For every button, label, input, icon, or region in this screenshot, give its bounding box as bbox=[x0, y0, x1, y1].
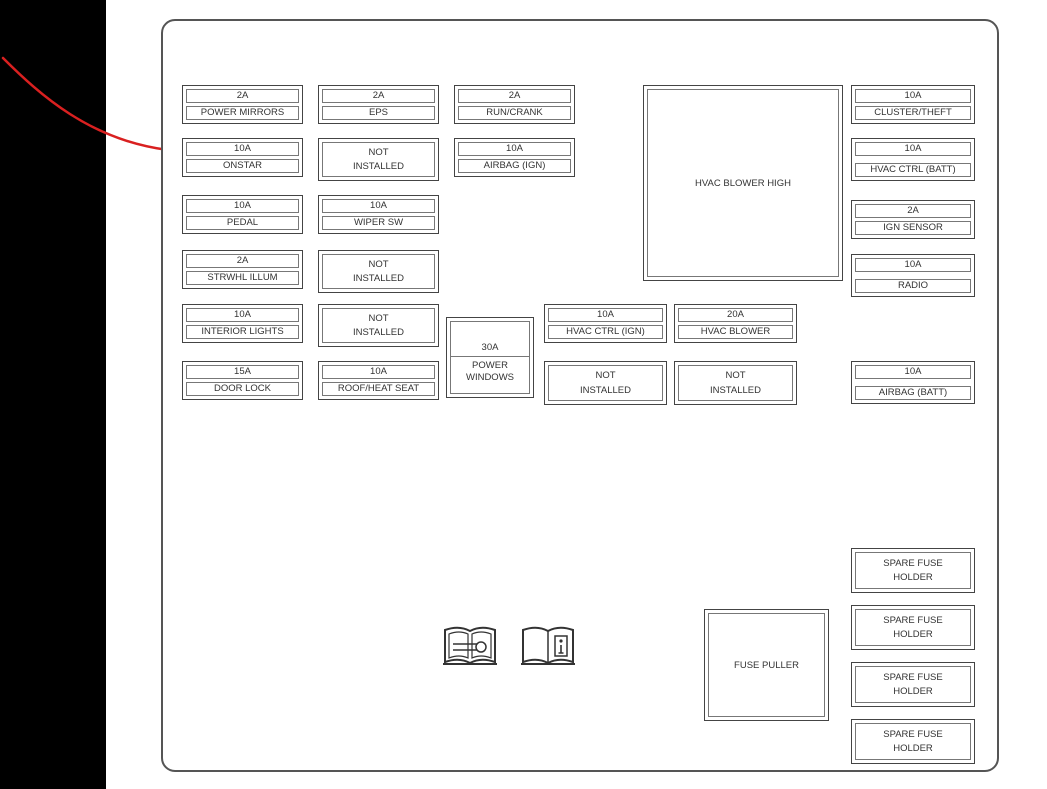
not-installed-line1: NOT bbox=[368, 312, 389, 324]
fuse-label-line2: WINDOWS bbox=[465, 371, 515, 383]
spare-line2: HOLDER bbox=[893, 686, 933, 697]
fuse-label: HVAC BLOWER bbox=[678, 325, 793, 339]
fuse-amp: 2A bbox=[186, 254, 299, 268]
spare-line1: SPARE FUSE bbox=[883, 557, 943, 569]
fuse-amp: 15A bbox=[186, 365, 299, 379]
not-installed-line1: NOT bbox=[595, 370, 616, 381]
not-installed-line2: INSTALLED bbox=[709, 384, 762, 396]
spare-fuse-holder: SPARE FUSE HOLDER bbox=[851, 719, 975, 764]
fuse-label: HVAC CTRL (IGN) bbox=[548, 325, 663, 339]
fuse-amp: 2A bbox=[855, 204, 971, 218]
spare-line1: SPARE FUSE bbox=[883, 728, 943, 740]
not-installed-line2: INSTALLED bbox=[352, 327, 405, 338]
fuse-hvac-blower: 20A HVAC BLOWER bbox=[674, 304, 797, 343]
fuse-amp: 20A bbox=[678, 308, 793, 322]
fuse-label: AIRBAG (IGN) bbox=[458, 159, 571, 173]
fuse-amp: 10A bbox=[186, 308, 299, 322]
fuse-label: RADIO bbox=[855, 279, 971, 293]
fuse-airbag-batt: 10A AIRBAG (BATT) bbox=[851, 361, 975, 404]
fuse-label: INTERIOR LIGHTS bbox=[186, 325, 299, 339]
fuse-amp: 10A bbox=[855, 89, 971, 103]
fuse-radio: 10A RADIO bbox=[851, 254, 975, 297]
fuse-amp: 2A bbox=[458, 89, 571, 103]
fuse-door-lock: 15A DOOR LOCK bbox=[182, 361, 303, 400]
fuse-label: WIPER SW bbox=[322, 216, 435, 230]
fuse-pedal: 10A PEDAL bbox=[182, 195, 303, 234]
not-installed-line1: NOT bbox=[725, 370, 746, 381]
fuse-label: AIRBAG (BATT) bbox=[855, 386, 971, 400]
fuse-ign-sensor: 2A IGN SENSOR bbox=[851, 200, 975, 239]
fuse-amp: 2A bbox=[186, 89, 299, 103]
fuse-eps: 2A EPS bbox=[318, 85, 439, 124]
service-manual-icon bbox=[443, 626, 497, 665]
fuse-power-windows: 30A POWER WINDOWS bbox=[446, 317, 534, 398]
fuse-label: ONSTAR bbox=[186, 159, 299, 173]
fuse-power-mirrors: 2A POWER MIRRORS bbox=[182, 85, 303, 124]
spare-fuse-holder: SPARE FUSE HOLDER bbox=[851, 548, 975, 593]
not-installed-line1: NOT bbox=[368, 146, 389, 158]
fuse-label: STRWHL ILLUM bbox=[186, 271, 299, 285]
fuse-label: CLUSTER/THEFT bbox=[855, 106, 971, 120]
fuse-label: ROOF/HEAT SEAT bbox=[322, 382, 435, 396]
spare-line2: HOLDER bbox=[893, 572, 933, 583]
fuse-amp: 10A bbox=[322, 365, 435, 379]
fuse-puller-label: FUSE PULLER bbox=[734, 659, 799, 671]
fuse-amp: 2A bbox=[322, 89, 435, 103]
fuse-amp: 10A bbox=[855, 142, 971, 156]
fuse-amp: 10A bbox=[855, 365, 971, 379]
not-installed-slot: NOT INSTALLED bbox=[318, 138, 439, 181]
fuse-amp: 10A bbox=[855, 258, 971, 272]
spare-line1: SPARE FUSE bbox=[883, 671, 943, 683]
fuse-amp: 10A bbox=[458, 142, 571, 156]
not-installed-line2: INSTALLED bbox=[352, 161, 405, 172]
spare-fuse-holder: SPARE FUSE HOLDER bbox=[851, 605, 975, 650]
not-installed-slot: NOT INSTALLED bbox=[674, 361, 797, 405]
hvac-blower-high-relay: HVAC BLOWER HIGH bbox=[643, 85, 843, 281]
spare-line1: SPARE FUSE bbox=[883, 614, 943, 626]
fuse-strwhl-illum: 2A STRWHL ILLUM bbox=[182, 250, 303, 289]
fuse-hvac-ctrl-batt: 10A HVAC CTRL (BATT) bbox=[851, 138, 975, 181]
fuse-label: POWER MIRRORS bbox=[186, 106, 299, 120]
fuse-amp: 10A bbox=[548, 308, 663, 322]
owner-manual-info-icon bbox=[521, 626, 575, 665]
fuse-onstar: 10A ONSTAR bbox=[182, 138, 303, 177]
not-installed-slot: NOT INSTALLED bbox=[544, 361, 667, 405]
fuse-label: IGN SENSOR bbox=[855, 221, 971, 235]
spare-line2: HOLDER bbox=[893, 743, 933, 754]
fuse-puller: FUSE PULLER bbox=[704, 609, 829, 721]
not-installed-line1: NOT bbox=[368, 258, 389, 270]
spare-line2: HOLDER bbox=[893, 629, 933, 640]
fuse-amp: 10A bbox=[186, 142, 299, 156]
fuse-label: DOOR LOCK bbox=[186, 382, 299, 396]
not-installed-slot: NOT INSTALLED bbox=[318, 304, 439, 347]
not-installed-line2: INSTALLED bbox=[579, 384, 632, 396]
fuse-label: PEDAL bbox=[186, 216, 299, 230]
fuse-roof-heat-seat: 10A ROOF/HEAT SEAT bbox=[318, 361, 439, 400]
fuse-label-line1: POWER bbox=[472, 360, 508, 371]
fuse-hvac-ctrl-ign: 10A HVAC CTRL (IGN) bbox=[544, 304, 667, 343]
fuse-run-crank: 2A RUN/CRANK bbox=[454, 85, 575, 124]
fuse-wiper-sw: 10A WIPER SW bbox=[318, 195, 439, 234]
fuse-label: EPS bbox=[322, 106, 435, 120]
not-installed-slot: NOT INSTALLED bbox=[318, 250, 439, 293]
fuse-interior-lights: 10A INTERIOR LIGHTS bbox=[182, 304, 303, 343]
spare-fuse-holder: SPARE FUSE HOLDER bbox=[851, 662, 975, 707]
not-installed-line2: INSTALLED bbox=[352, 273, 405, 284]
fuse-amp: 30A bbox=[451, 342, 529, 357]
fuse-panel: 2A POWER MIRRORS 10A ONSTAR 10A PEDAL 2A… bbox=[161, 19, 999, 772]
relay-label: HVAC BLOWER HIGH bbox=[695, 177, 791, 189]
fuse-cluster-theft: 10A CLUSTER/THEFT bbox=[851, 85, 975, 124]
fuse-airbag-ign: 10A AIRBAG (IGN) bbox=[454, 138, 575, 177]
fuse-amp: 10A bbox=[322, 199, 435, 213]
fuse-label: RUN/CRANK bbox=[458, 106, 571, 120]
fuse-label: HVAC CTRL (BATT) bbox=[855, 163, 971, 177]
fuse-amp: 10A bbox=[186, 199, 299, 213]
black-side-bar bbox=[0, 0, 106, 789]
